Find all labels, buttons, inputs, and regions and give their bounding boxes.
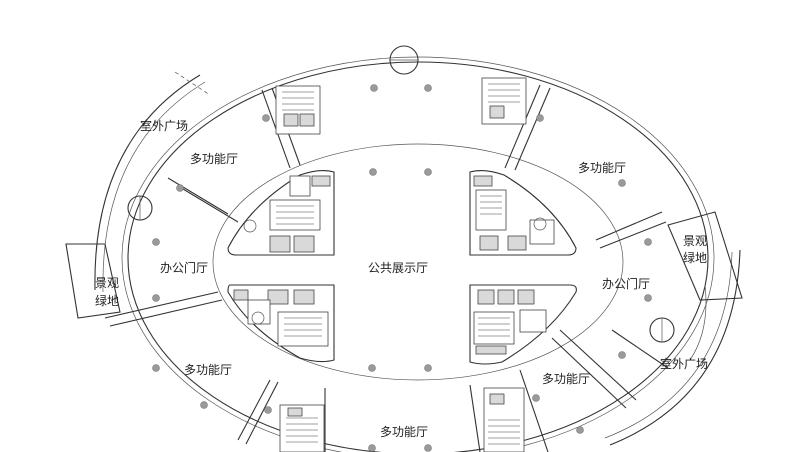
entry-circles: [127, 45, 675, 343]
outer-arcs: [94, 71, 741, 446]
label-plaza-right: 室外广场: [660, 356, 708, 371]
room-labels: 公共展示厅 办公门厅 办公门厅 多功能厅 多功能厅 多功能厅 多功能厅 多功能厅…: [95, 118, 708, 439]
outer-walls: [121, 56, 715, 452]
stair-bottom-left: [279, 404, 325, 452]
landscape-boxes: [65, 211, 743, 319]
label-landscape-left-1: 景观: [95, 276, 119, 290]
division-walls: [104, 84, 669, 452]
label-landscape-left-2: 绿地: [95, 293, 119, 308]
label-plaza-top-left: 室外广场: [140, 118, 188, 133]
core-top-left: [227, 169, 335, 256]
label-mf-hall-bottom-right: 多功能厅: [542, 372, 590, 386]
core-top-right: [469, 169, 577, 256]
label-office-hall-left: 办公门厅: [160, 260, 208, 275]
label-landscape-right-2: 绿地: [683, 250, 707, 265]
label-mf-hall-bottom-left: 多功能厅: [184, 363, 232, 377]
stair-top-left: [275, 85, 321, 135]
label-public-hall: 公共展示厅: [368, 261, 428, 275]
label-office-hall-right: 办公门厅: [602, 276, 650, 291]
columns: [152, 84, 652, 452]
label-mf-hall-top-right: 多功能厅: [578, 161, 626, 175]
label-landscape-right-1: 景观: [683, 234, 707, 248]
stair-bottom-right: [483, 387, 525, 452]
label-mf-hall-bottom-center: 多功能厅: [380, 425, 428, 439]
stair-top-right: [481, 77, 527, 125]
core-bottom-left: [227, 284, 335, 363]
label-mf-hall-top-left: 多功能厅: [190, 152, 238, 166]
core-bottom-right: [469, 284, 577, 365]
